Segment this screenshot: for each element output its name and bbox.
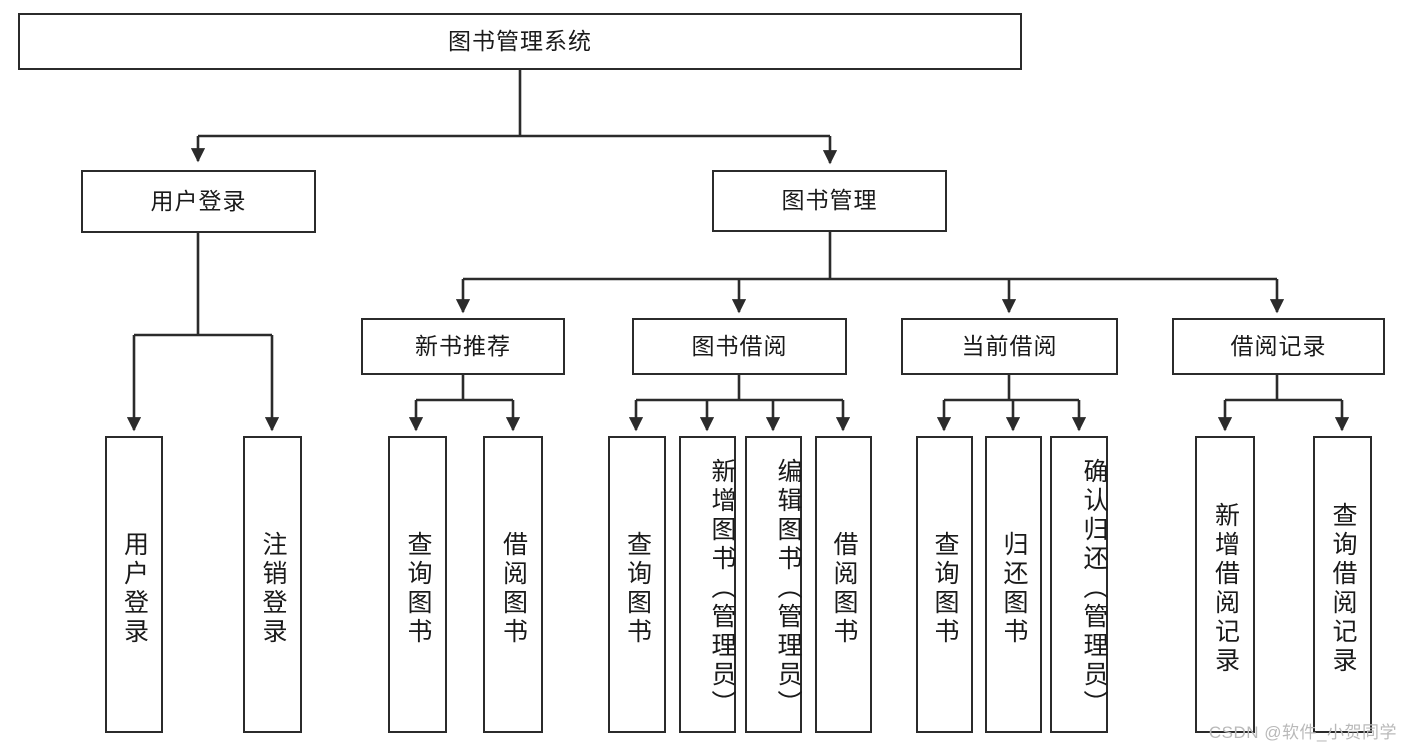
node-new-book-recommend[interactable]: 新书推荐 xyxy=(361,318,565,375)
node-current-borrow[interactable]: 当前借阅 xyxy=(901,318,1118,375)
node-book-borrow[interactable]: 图书借阅 xyxy=(632,318,847,375)
leaf-query-book-1[interactable]: 查询图书 xyxy=(388,436,447,733)
leaf-borrow-book-2[interactable]: 借阅图书 xyxy=(815,436,872,733)
leaf-confirm-return-admin[interactable]: 确认归还（管理员） xyxy=(1050,436,1108,733)
node-current-borrow-label: 当前借阅 xyxy=(961,332,1058,359)
leaf-add-borrow-record[interactable]: 新增借阅记录 xyxy=(1195,436,1255,733)
leaf-query-book-3-label: 查询图书 xyxy=(931,530,959,647)
leaf-logout-login[interactable]: 注销登录 xyxy=(243,436,302,733)
leaf-borrow-book-1[interactable]: 借阅图书 xyxy=(483,436,543,733)
leaf-borrow-book-1-label: 借阅图书 xyxy=(499,530,528,647)
node-book-borrow-label: 图书借阅 xyxy=(691,332,788,359)
leaf-query-book-3[interactable]: 查询图书 xyxy=(916,436,973,733)
node-root[interactable]: 图书管理系统 xyxy=(18,13,1022,70)
leaf-query-borrow-record-label: 查询借阅记录 xyxy=(1329,501,1357,676)
node-root-label: 图书管理系统 xyxy=(448,27,592,54)
leaf-add-borrow-record-label: 新增借阅记录 xyxy=(1211,501,1240,676)
leaf-query-book-1-label: 查询图书 xyxy=(404,530,432,647)
node-book-management-label: 图书管理 xyxy=(781,187,878,214)
leaf-add-book-admin[interactable]: 新增图书（管理员） xyxy=(679,436,736,733)
leaf-borrow-book-2-label: 借阅图书 xyxy=(830,530,858,647)
watermark: CSDN @软件_小贺同学 xyxy=(1208,723,1397,742)
leaf-edit-book-admin-label: 编辑图书（管理员） xyxy=(774,458,802,719)
leaf-user-login[interactable]: 用户登录 xyxy=(105,436,163,733)
leaf-query-borrow-record[interactable]: 查询借阅记录 xyxy=(1313,436,1372,733)
leaf-query-book-2[interactable]: 查询图书 xyxy=(608,436,666,733)
node-borrow-record-label: 借阅记录 xyxy=(1230,332,1327,359)
node-user-login-label: 用户登录 xyxy=(150,187,247,214)
leaf-edit-book-admin[interactable]: 编辑图书（管理员） xyxy=(745,436,802,733)
node-borrow-record[interactable]: 借阅记录 xyxy=(1172,318,1385,375)
leaf-confirm-return-admin-label: 确认归还（管理员） xyxy=(1080,458,1108,719)
node-new-book-recommend-label: 新书推荐 xyxy=(415,332,511,359)
node-book-management[interactable]: 图书管理 xyxy=(712,170,947,232)
leaf-return-book[interactable]: 归还图书 xyxy=(985,436,1042,733)
node-user-login[interactable]: 用户登录 xyxy=(81,170,316,233)
leaf-return-book-label: 归还图书 xyxy=(1000,530,1028,647)
leaf-user-login-label: 用户登录 xyxy=(120,530,149,647)
leaf-logout-login-label: 注销登录 xyxy=(259,530,287,647)
leaf-query-book-2-label: 查询图书 xyxy=(623,530,652,647)
leaf-add-book-admin-label: 新增图书（管理员） xyxy=(708,458,736,719)
